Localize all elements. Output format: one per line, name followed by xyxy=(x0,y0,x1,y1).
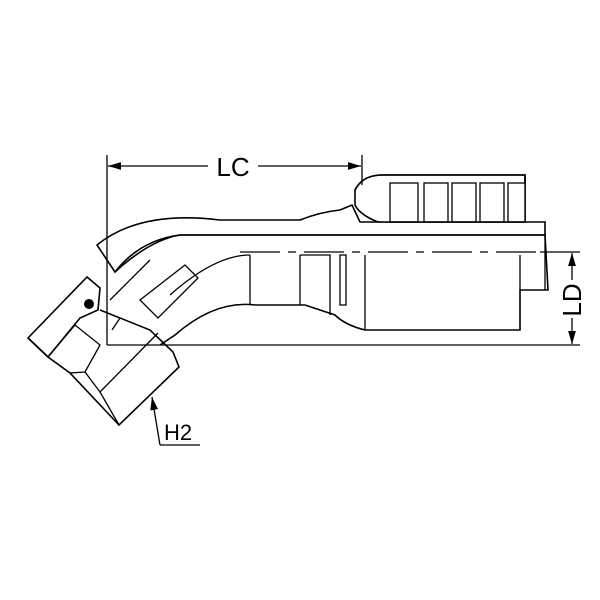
ld-label: LD xyxy=(557,283,587,316)
swivel-nut xyxy=(26,275,180,427)
stem-body xyxy=(95,203,549,346)
hose-socket xyxy=(354,174,526,223)
h2-label: H2 xyxy=(164,420,192,445)
lc-label: LC xyxy=(216,152,249,182)
h2-dimension: H2 xyxy=(150,396,200,446)
o-ring-icon xyxy=(84,299,94,309)
ld-dimension: LD xyxy=(107,251,587,346)
